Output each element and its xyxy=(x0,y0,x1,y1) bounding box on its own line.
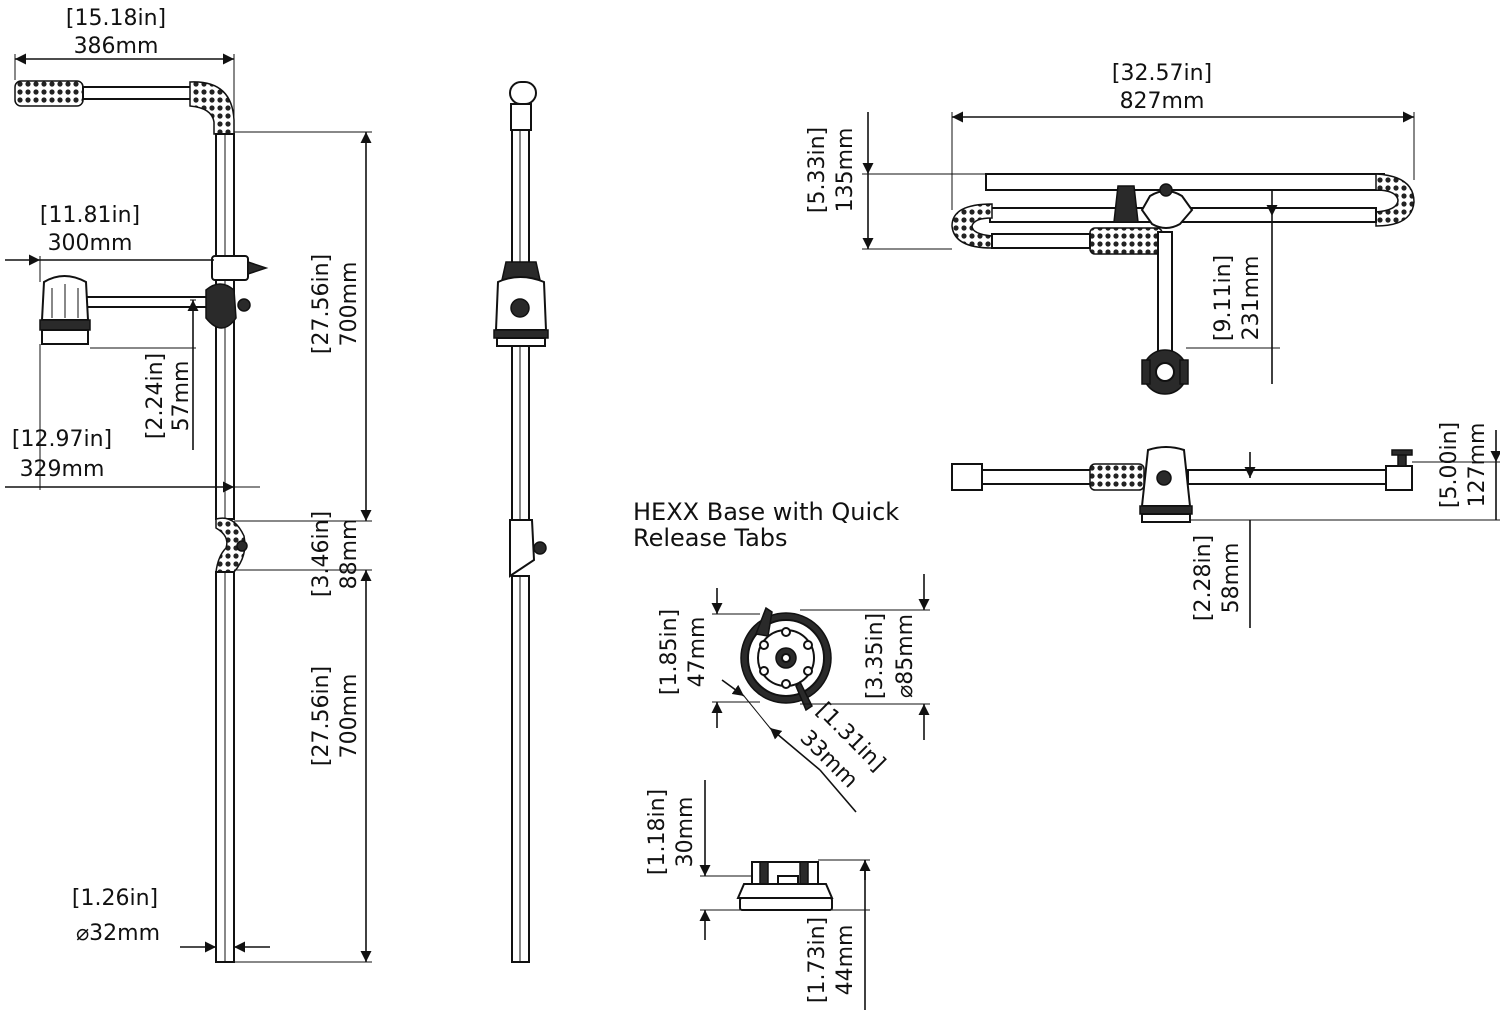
hexx-base-detail: HEXX Base with Quick Release Tabs [1.85i… xyxy=(633,498,930,1010)
lower-pole-in: [27.56in] xyxy=(309,666,334,766)
height-in: [5.33in] xyxy=(805,127,830,213)
top-grip xyxy=(1089,227,1163,255)
top-view: [32.57in] 827mm [5.33in] 135mm [9.11in] … xyxy=(805,61,1415,395)
overall-width-in: [15.18in] xyxy=(66,6,166,31)
top-left-bend xyxy=(951,203,993,249)
base-width-in: [12.97in] xyxy=(12,427,112,452)
hole-spacing-mm: 47mm xyxy=(685,617,710,688)
arm-reach-in: [11.81in] xyxy=(40,203,140,228)
side-view: [15.18in] 386mm [11.81in] 300mm [2.24in]… xyxy=(5,6,372,963)
height-mm: 135mm xyxy=(833,128,858,213)
top-drop-tube xyxy=(1157,231,1173,353)
hexx-base-top xyxy=(740,606,832,712)
base-height-in: [1.73in] xyxy=(805,917,830,1003)
overall-length-in: [32.57in] xyxy=(1112,61,1212,86)
release-tab-top xyxy=(754,606,773,637)
handle-grip xyxy=(14,80,84,107)
pole-diameter-mm: ⌀32mm xyxy=(76,921,160,946)
side-base-mount xyxy=(39,275,91,345)
release-tab-bottom xyxy=(795,680,813,712)
folded-end-cap xyxy=(951,463,983,491)
top-arm-tube xyxy=(82,86,196,100)
base-drop-in: [2.28in] xyxy=(1191,535,1216,621)
base-diameter-mm: ⌀85mm xyxy=(893,614,918,698)
lower-pole-mm: 700mm xyxy=(337,674,362,759)
upper-pole-in: [27.56in] xyxy=(309,254,334,354)
overall-width-mm: 386mm xyxy=(74,34,159,59)
overall-length-mm: 827mm xyxy=(1120,89,1205,114)
folded-right-end xyxy=(1385,465,1413,491)
folded-knob-base xyxy=(1139,446,1193,523)
top-height-in: [1.18in] xyxy=(645,789,670,875)
folded-view: [5.00in] 127mm [2.28in] 58mm xyxy=(951,422,1500,628)
hole-spacing-in: [1.85in] xyxy=(657,609,682,695)
top-upper-rail xyxy=(985,173,1385,191)
hexx-title-line1: HEXX Base with Quick xyxy=(633,498,899,526)
front-view xyxy=(493,81,549,963)
base-height-mm: 44mm xyxy=(833,925,858,996)
joint-in: [3.46in] xyxy=(309,511,334,597)
hexx-base-side xyxy=(736,861,834,911)
folded-grip xyxy=(1089,463,1145,491)
top-drop-base xyxy=(1141,349,1189,395)
arm-reach-mm: 300mm xyxy=(48,231,133,256)
base-width-mm: 329mm xyxy=(20,457,105,482)
top-elbow xyxy=(189,81,235,135)
pole-diameter-in: [1.26in] xyxy=(72,886,158,911)
top-height-mm: 30mm xyxy=(673,797,698,868)
hexx-title-line2: Release Tabs xyxy=(633,524,788,552)
top-right-bend xyxy=(1375,173,1415,227)
folded-rail xyxy=(1187,469,1389,485)
folded-height-mm: 127mm xyxy=(1465,423,1490,508)
base-diameter-in: [3.35in] xyxy=(863,613,888,699)
drop-in: [9.11in] xyxy=(1211,255,1236,341)
front-clamp xyxy=(493,261,549,347)
arm-offset-in: [2.24in] xyxy=(143,353,168,439)
arm-offset-mm: 57mm xyxy=(169,361,194,432)
base-drop-mm: 58mm xyxy=(1219,543,1244,614)
front-joint xyxy=(509,519,536,578)
folded-height-in: [5.00in] xyxy=(1437,422,1462,508)
drop-mm: 231mm xyxy=(1239,256,1264,341)
pole-clamp xyxy=(211,255,249,281)
joint-mm: 88mm xyxy=(337,519,362,590)
arm-knob xyxy=(205,283,237,329)
upper-pole-mm: 700mm xyxy=(337,262,362,347)
